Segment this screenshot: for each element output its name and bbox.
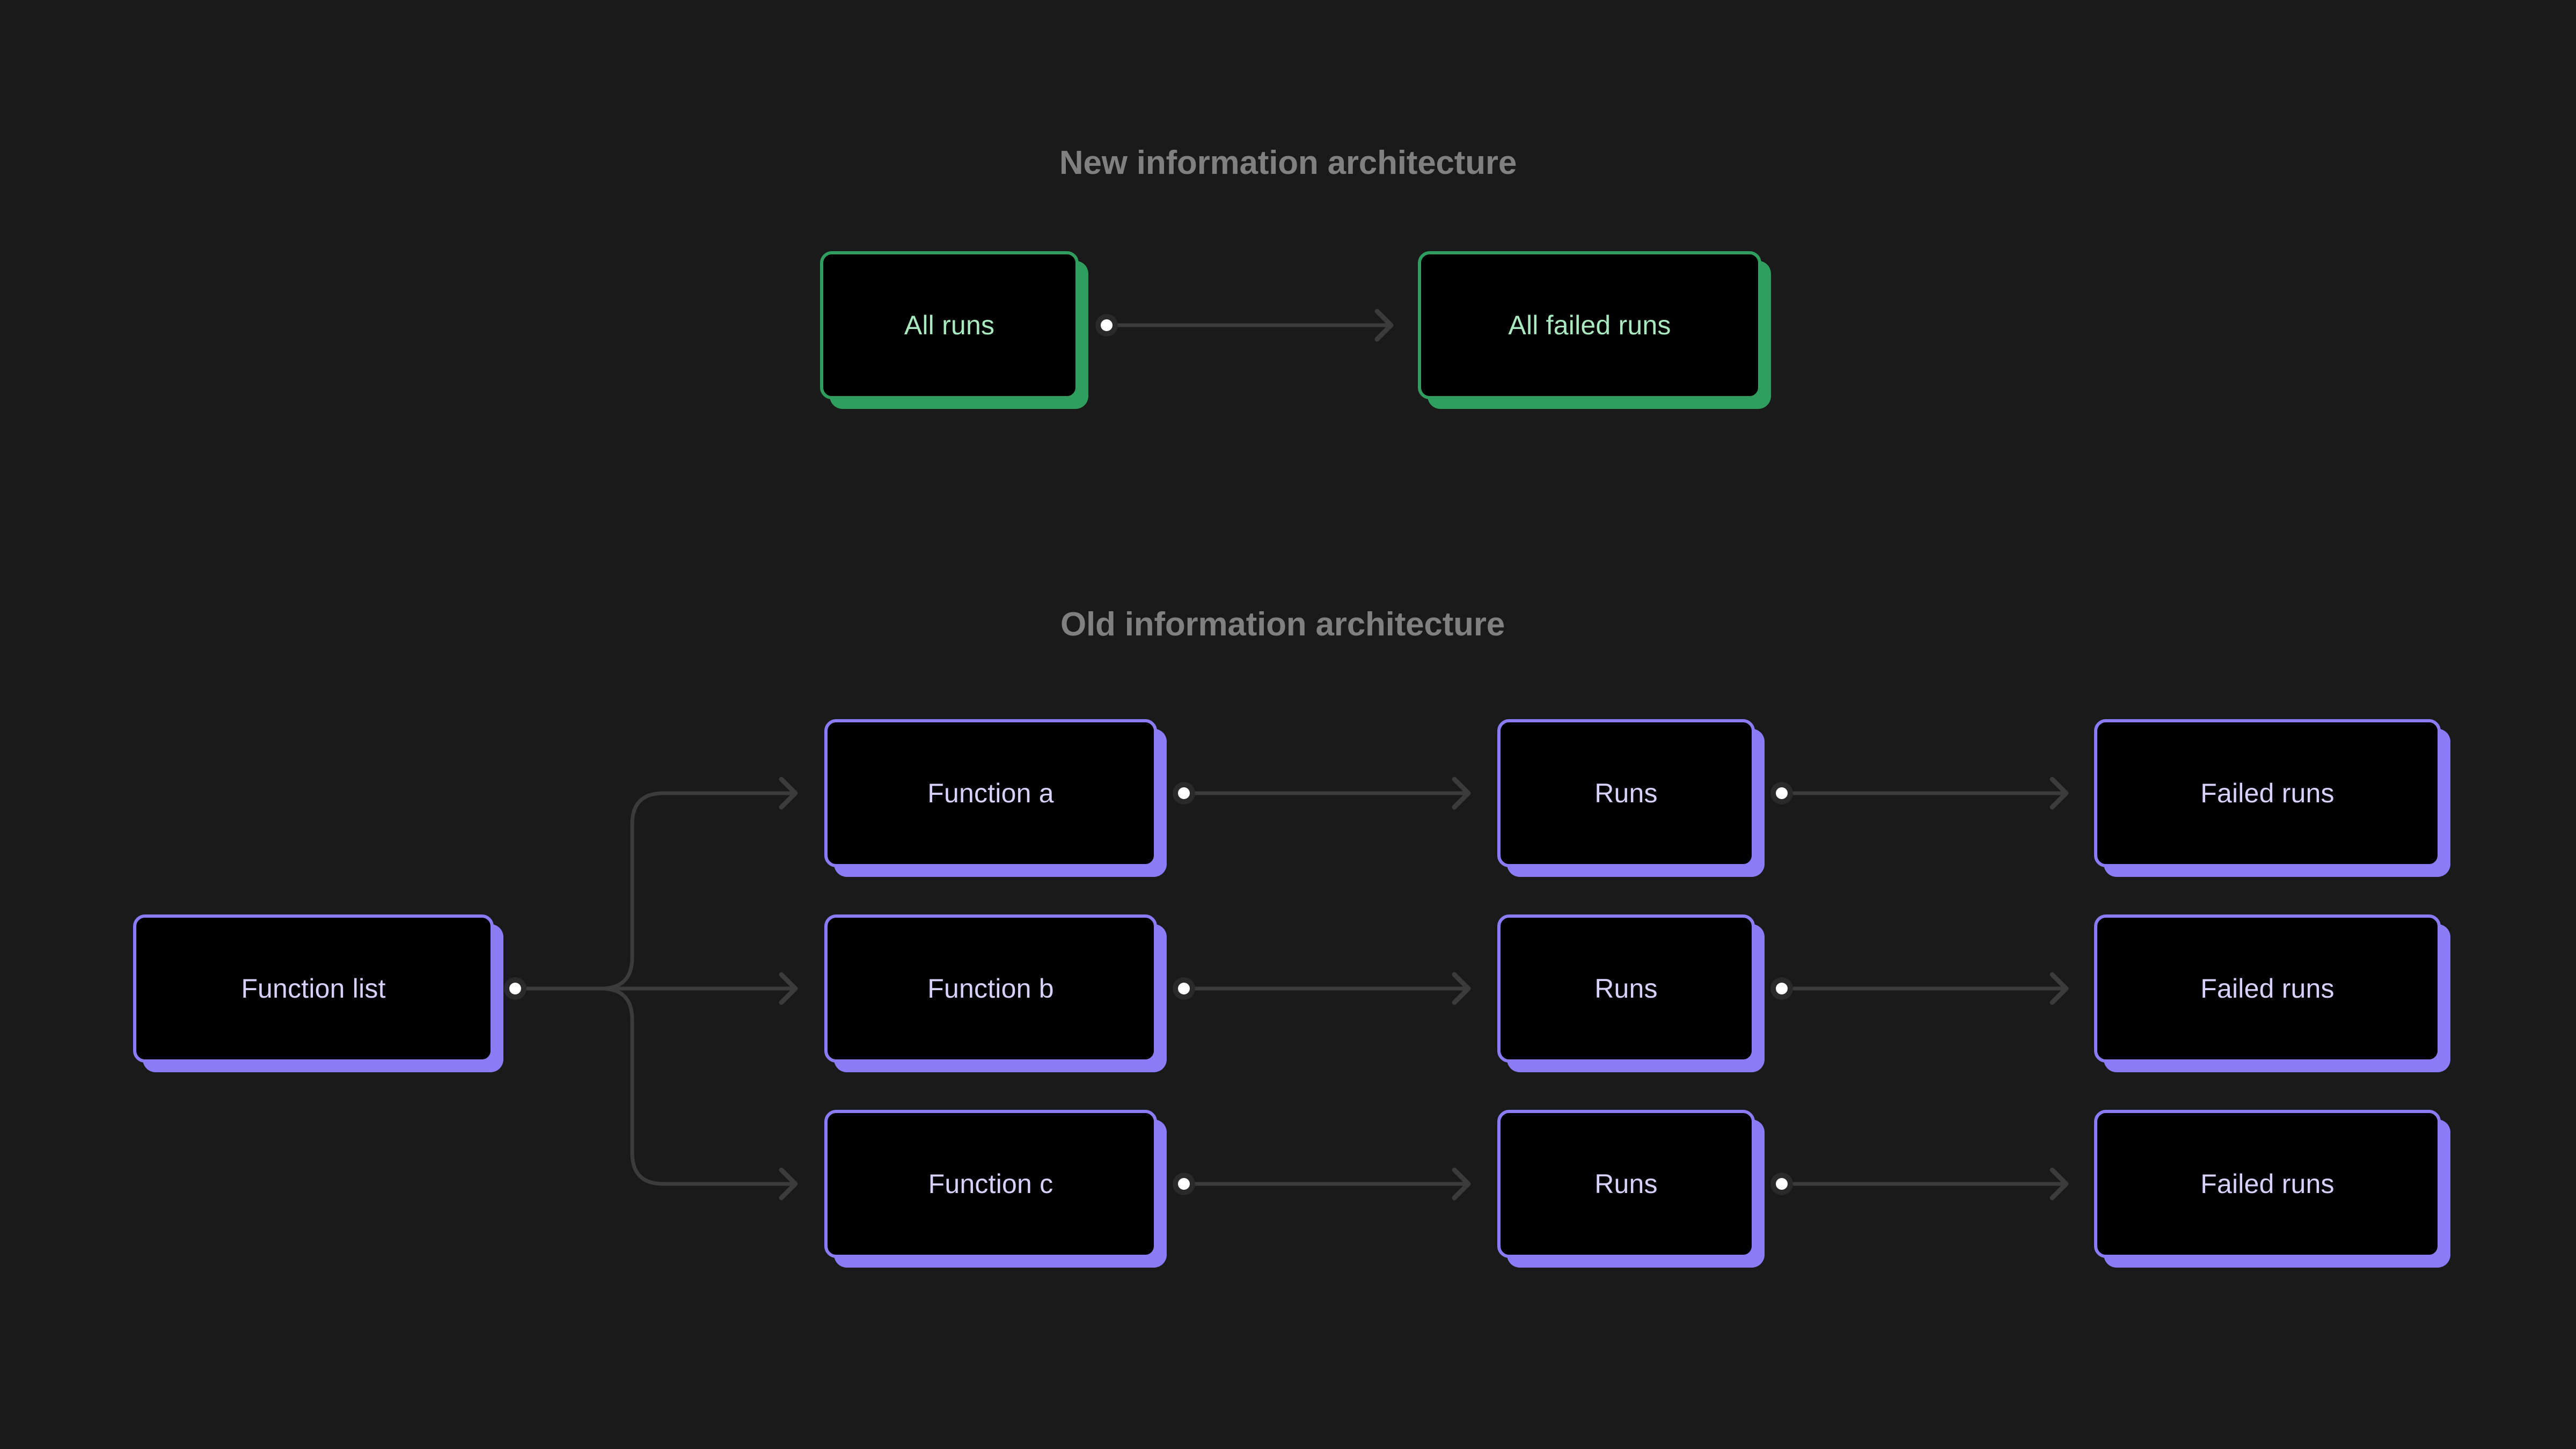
node-failed-runs-c[interactable]: Failed runs [2094, 1110, 2441, 1258]
edge-function-b-to-runs-b[interactable] [1173, 972, 1471, 1005]
node-runs-b[interactable]: Runs [1497, 914, 1755, 1063]
node-failed-runs-b-label: Failed runs [2200, 974, 2334, 1004]
section-title-new-ia: New information architecture [1059, 144, 1517, 181]
edge-all-runs-to-all-failed-runs[interactable] [1095, 309, 1394, 342]
edge-function-b-to-runs-b-arrowhead-icon [1452, 972, 1471, 1005]
edge-function-list-to-function-c[interactable] [504, 977, 798, 1201]
edge-runs-b-to-failed-runs-b-start-dot-icon [1776, 983, 1788, 994]
edge-function-list-to-function-b-start-dot-ring [504, 977, 526, 1000]
edge-function-c-to-runs-c-start-dot-ring [1173, 1173, 1195, 1195]
node-function-b[interactable]: Function b [824, 914, 1157, 1063]
edge-function-a-to-runs-a-arrowhead-icon [1452, 777, 1471, 810]
edge-runs-b-to-failed-runs-b[interactable] [1770, 972, 2069, 1005]
node-function-a-label: Function a [927, 778, 1054, 808]
edge-all-runs-to-all-failed-runs-start-dot-ring [1095, 314, 1118, 336]
edge-function-list-to-function-b-start-dot-icon [509, 983, 521, 994]
edge-function-c-to-runs-c-start-dot-icon [1178, 1178, 1190, 1190]
edge-runs-c-to-failed-runs-c-start-dot-ring [1770, 1173, 1793, 1195]
node-function-c[interactable]: Function c [824, 1110, 1157, 1258]
node-runs-c-label: Runs [1594, 1169, 1658, 1199]
edge-function-list-to-function-c-start-dot-ring [504, 977, 526, 1000]
node-runs-a[interactable]: Runs [1497, 719, 1755, 867]
edge-runs-a-to-failed-runs-a-start-dot-icon [1776, 787, 1788, 799]
edge-runs-a-to-failed-runs-a[interactable] [1770, 777, 2069, 810]
node-runs-a-label: Runs [1594, 778, 1658, 808]
node-failed-runs-a-label: Failed runs [2200, 778, 2334, 808]
node-failed-runs-a[interactable]: Failed runs [2094, 719, 2441, 867]
edge-runs-a-to-failed-runs-a-start-dot-ring [1770, 782, 1793, 804]
edge-runs-c-to-failed-runs-c[interactable] [1770, 1167, 2069, 1201]
edge-runs-b-to-failed-runs-b-start-dot-ring [1770, 977, 1793, 1000]
edge-function-list-to-function-a-start-dot-ring [504, 977, 526, 1000]
edge-function-list-to-function-a-start-dot-icon [509, 983, 521, 994]
node-function-b-label: Function b [927, 974, 1054, 1004]
edge-all-runs-to-all-failed-runs-arrowhead-icon [1374, 309, 1394, 342]
node-function-list-label: Function list [241, 974, 386, 1004]
node-failed-runs-c-label: Failed runs [2200, 1169, 2334, 1199]
edge-function-list-to-function-c-path [513, 986, 797, 1186]
node-function-a[interactable]: Function a [824, 719, 1157, 867]
edge-runs-c-to-failed-runs-c-start-dot-icon [1776, 1178, 1788, 1190]
section-title-old-ia: Old information architecture [1060, 606, 1505, 643]
node-all-runs[interactable]: All runs [820, 251, 1079, 399]
edge-function-list-to-function-b[interactable] [504, 972, 798, 1005]
node-function-c-label: Function c [928, 1169, 1053, 1199]
node-function-list[interactable]: Function list [133, 914, 494, 1063]
edge-all-runs-to-all-failed-runs-start-dot-icon [1101, 319, 1113, 331]
edge-runs-a-to-failed-runs-a-arrowhead-icon [2050, 777, 2069, 810]
edge-function-list-to-function-a-arrowhead-icon [779, 777, 798, 810]
edge-function-list-to-function-b-arrowhead-icon [779, 972, 798, 1005]
edge-function-a-to-runs-a-start-dot-icon [1178, 787, 1190, 799]
node-all-runs-label: All runs [904, 310, 995, 340]
edge-runs-b-to-failed-runs-b-arrowhead-icon [2050, 972, 2069, 1005]
edge-function-b-to-runs-b-start-dot-ring [1173, 977, 1195, 1000]
edge-function-list-to-function-c-arrowhead-icon [779, 1167, 798, 1201]
edge-function-a-to-runs-a[interactable] [1173, 777, 1471, 810]
edge-runs-c-to-failed-runs-c-arrowhead-icon [2050, 1167, 2069, 1201]
edge-function-list-to-function-c-start-dot-icon [509, 983, 521, 994]
node-all-failed-runs[interactable]: All failed runs [1418, 251, 1761, 399]
edge-function-b-to-runs-b-start-dot-icon [1178, 983, 1190, 994]
node-failed-runs-b[interactable]: Failed runs [2094, 914, 2441, 1063]
node-all-failed-runs-label: All failed runs [1508, 310, 1671, 340]
edge-function-list-to-function-a[interactable] [504, 777, 798, 1000]
edge-function-c-to-runs-c[interactable] [1173, 1167, 1471, 1201]
edge-function-list-to-function-a-path [513, 791, 797, 991]
edge-function-c-to-runs-c-arrowhead-icon [1452, 1167, 1471, 1201]
edge-function-a-to-runs-a-start-dot-ring [1173, 782, 1195, 804]
node-runs-c[interactable]: Runs [1497, 1110, 1755, 1258]
node-runs-b-label: Runs [1594, 974, 1658, 1004]
